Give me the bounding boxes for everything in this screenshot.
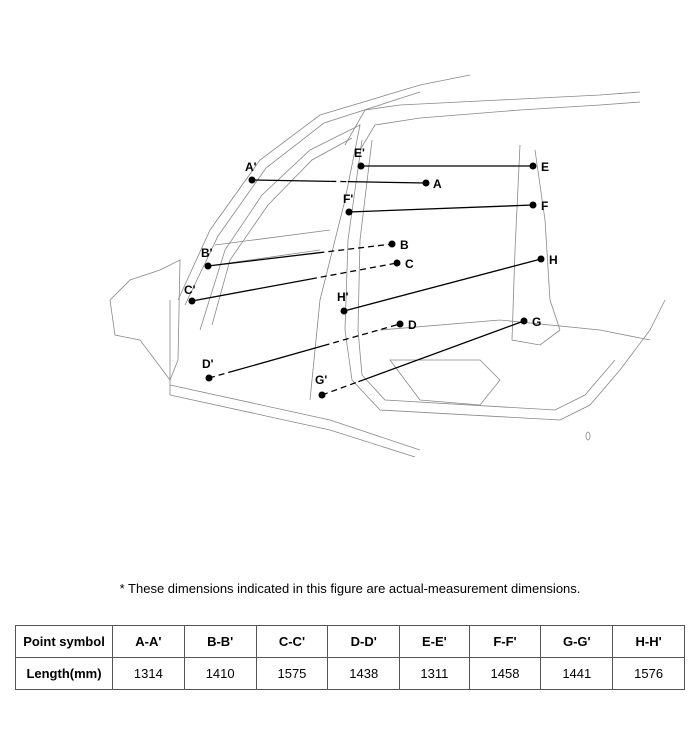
car-body-outline: [109, 74, 666, 458]
column-header: D-D': [327, 625, 401, 658]
length-value: 1575: [255, 657, 329, 690]
measurement-point: [520, 317, 528, 325]
point-label: H': [337, 290, 349, 304]
measurement-line-segment: [208, 370, 233, 379]
measurement-point: [188, 297, 196, 305]
point-label: C': [184, 283, 196, 297]
point-label: F: [541, 199, 548, 213]
header-label: Point symbol: [15, 625, 113, 658]
point-label: G': [315, 373, 327, 387]
column-header: C-C': [255, 625, 329, 658]
length-value: 1458: [468, 657, 542, 690]
point-label: A: [433, 177, 442, 191]
length-value: 1441: [540, 657, 614, 690]
measurement-point: [345, 208, 353, 216]
length-value: 1576: [612, 657, 685, 690]
point-label: G: [532, 315, 541, 329]
point-label: D': [202, 357, 214, 371]
measurement-line-segment: [347, 181, 427, 184]
measurement-line-segment: [318, 243, 393, 254]
measurement-line-segment: [343, 258, 542, 312]
measurement-line-segment: [251, 179, 331, 182]
measurement-point: [248, 176, 256, 184]
column-header: G-G': [540, 625, 614, 658]
measurement-line-segment: [207, 252, 319, 267]
length-value: 1438: [327, 657, 401, 690]
car-body-side-diagram: A' A B' B C' C D' D E' E F' F G' G H' H: [109, 74, 666, 458]
column-header: A-A': [112, 625, 185, 658]
measurement-point: [529, 201, 537, 209]
point-label: D: [408, 318, 417, 332]
measurement-point: [393, 259, 401, 267]
length-value: 1311: [399, 657, 470, 690]
measurement-point: [537, 255, 545, 263]
length-value: 1410: [183, 657, 257, 690]
measurement-line-segment: [191, 278, 312, 302]
point-label: B': [201, 246, 213, 260]
table-row: Length(mm) 1314 1410 1575 1438 1311 1458…: [15, 657, 685, 690]
point-label: B: [400, 238, 409, 252]
point-label: E': [354, 146, 365, 160]
point-label: F': [343, 192, 353, 206]
measurement-line-segment: [348, 204, 534, 213]
column-header: B-B': [183, 625, 257, 658]
measurement-point: [388, 240, 396, 248]
measurement-line-segment: [231, 344, 324, 373]
measurement-point: [529, 162, 537, 170]
measurement-point: [318, 391, 326, 399]
column-header: E-E': [399, 625, 470, 658]
column-header: F-F': [468, 625, 542, 658]
measurement-point: [205, 374, 213, 382]
row-label: Length(mm): [15, 657, 113, 690]
measurement-point: [204, 262, 212, 270]
table-header-row: Point symbol A-A' B-B' C-C' D-D' E-E' F-…: [15, 625, 685, 658]
measurement-line-segment: [321, 381, 359, 396]
point-label: H: [549, 253, 558, 267]
measurement-point: [340, 307, 348, 315]
column-header: H-H': [612, 625, 685, 658]
point-label: A': [245, 160, 257, 174]
dimension-table: Point symbol A-A' B-B' C-C' D-D' E-E' F-…: [15, 625, 685, 690]
measurement-point: [357, 162, 365, 170]
measurement-point: [422, 179, 430, 187]
point-label: E: [541, 160, 549, 174]
measurement-point: [396, 320, 404, 328]
point-label: C: [405, 257, 414, 271]
measurement-lines: A' A B' B C' C D' D E' E F' F G' G H' H: [184, 146, 558, 399]
measurement-line-segment: [323, 323, 401, 347]
measurement-line-segment: [310, 262, 398, 280]
measurement-note: * These dimensions indicated in this fig…: [119, 581, 581, 596]
length-value: 1314: [112, 657, 185, 690]
measurement-line-segment: [358, 320, 525, 383]
